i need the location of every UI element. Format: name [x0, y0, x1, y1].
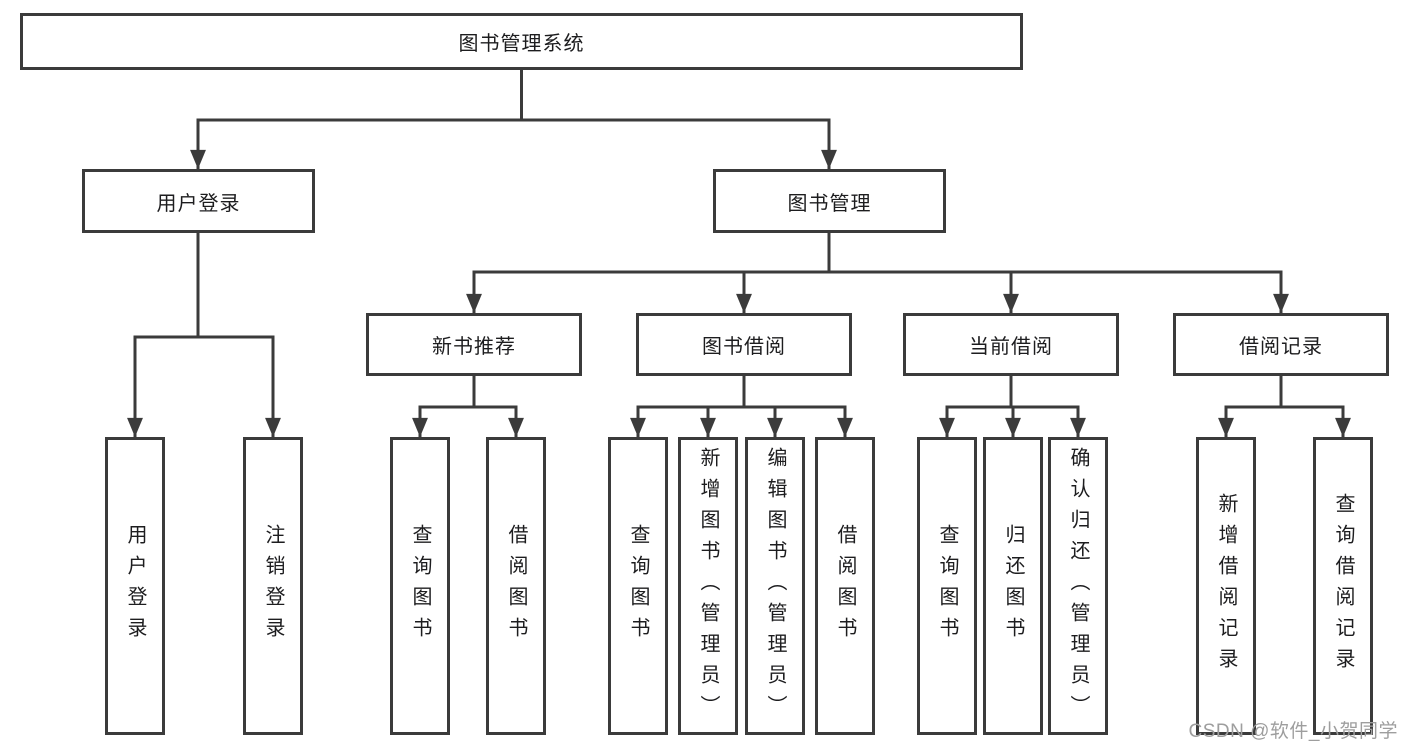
- leaf-logout-label: 注销登录: [262, 524, 284, 648]
- csdn-watermark: CSDN @软件_小贺同学: [1188, 721, 1398, 742]
- leaf-logout: 注销登录: [243, 437, 303, 735]
- node-user-login-label: 用户登录: [156, 192, 241, 215]
- leaf-query-books-recommend: 查询图书: [390, 437, 450, 735]
- node-book-borrow: 图书借阅: [636, 313, 852, 376]
- leaf-borrow-books-recommend: 借阅图书: [486, 437, 546, 735]
- node-borrow-records-label: 借阅记录: [1239, 336, 1323, 358]
- node-current-borrow-label: 当前借阅: [969, 336, 1053, 358]
- leaf-return-books-label: 归还图书: [1002, 524, 1024, 648]
- leaf-query-borrow-record: 查询借阅记录: [1313, 437, 1373, 735]
- node-new-book-recommend-label: 新书推荐: [432, 336, 516, 358]
- node-book-borrow-label: 图书借阅: [702, 336, 786, 358]
- leaf-borrow-books-label: 借阅图书: [834, 524, 856, 648]
- node-root-label: 图书管理系统: [458, 33, 585, 55]
- leaf-user-login: 用户登录: [105, 437, 165, 735]
- leaf-edit-books-admin: 编辑图书（管理员）: [745, 437, 805, 735]
- leaf-user-login-label: 用户登录: [124, 524, 146, 648]
- leaf-query-books-borrow-label: 查询图书: [627, 524, 649, 648]
- node-user-login: 用户登录: [82, 169, 315, 233]
- leaf-query-borrow-record-label: 查询借阅记录: [1332, 493, 1354, 679]
- node-book-management-label: 图书管理: [787, 192, 872, 215]
- node-new-book-recommend: 新书推荐: [366, 313, 582, 376]
- leaf-borrow-books-recommend-label: 借阅图书: [505, 524, 527, 648]
- leaf-query-books-borrow: 查询图书: [608, 437, 668, 735]
- leaf-return-books: 归还图书: [983, 437, 1043, 735]
- leaf-confirm-return-admin: 确认归还（管理员）: [1048, 437, 1108, 735]
- leaf-add-borrow-record-label: 新增借阅记录: [1215, 493, 1237, 679]
- leaf-add-books-admin: 新增图书（管理员）: [678, 437, 738, 735]
- leaf-confirm-return-admin-label: 确认归还（管理员）: [1067, 446, 1089, 726]
- leaf-add-books-admin-label: 新增图书（管理员）: [697, 446, 719, 726]
- leaf-edit-books-admin-label: 编辑图书（管理员）: [764, 446, 786, 726]
- node-current-borrow: 当前借阅: [903, 313, 1119, 376]
- node-book-management: 图书管理: [713, 169, 946, 233]
- node-borrow-records: 借阅记录: [1173, 313, 1389, 376]
- leaf-borrow-books: 借阅图书: [815, 437, 875, 735]
- node-root: 图书管理系统: [20, 13, 1023, 70]
- leaf-query-books-current-label: 查询图书: [936, 524, 958, 648]
- leaf-add-borrow-record: 新增借阅记录: [1196, 437, 1256, 735]
- leaf-query-books-recommend-label: 查询图书: [409, 524, 431, 648]
- leaf-query-books-current: 查询图书: [917, 437, 977, 735]
